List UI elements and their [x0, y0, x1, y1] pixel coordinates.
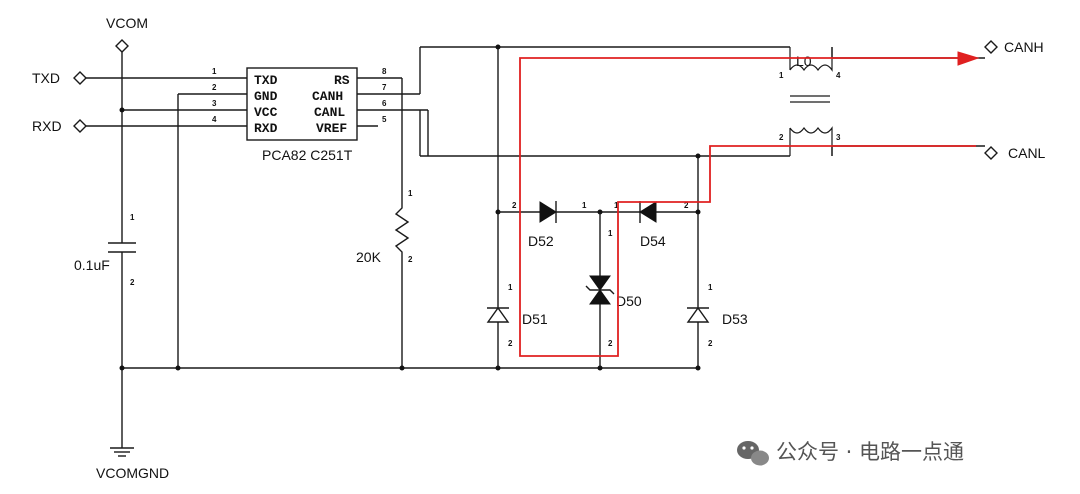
d53-label: D53: [722, 311, 748, 327]
canh-port: CANH: [984, 39, 1044, 55]
d52-label: D52: [528, 233, 554, 249]
d50-label: D50: [616, 293, 642, 309]
rxd-label: RXD: [32, 118, 62, 134]
svg-text:3: 3: [836, 133, 841, 142]
vcom-port: VCOM: [106, 15, 148, 53]
chip-pin-rxd: RXD: [254, 121, 278, 136]
svg-text:1: 1: [614, 201, 619, 210]
svg-text:2: 2: [512, 201, 517, 210]
canl-label: CANL: [1008, 145, 1046, 161]
canh-label: CANH: [1004, 39, 1044, 55]
resistor-20k: 1 2 20K: [356, 189, 413, 265]
capacitor-c: 1 2 0.1uF: [74, 213, 136, 287]
svg-text:6: 6: [382, 99, 387, 108]
svg-text:1: 1: [130, 213, 135, 222]
chip-pin-vcc: VCC: [254, 105, 278, 120]
svg-text:1: 1: [212, 67, 217, 76]
svg-text:2: 2: [212, 83, 217, 92]
svg-text:2: 2: [608, 339, 613, 348]
diode-d51: D51 1 2: [486, 283, 548, 348]
chip-part-number: PCA82 C251T: [262, 147, 353, 163]
vcomgnd-label: VCOMGND: [96, 465, 169, 481]
svg-text:1: 1: [408, 189, 413, 198]
chip-pin-vref: VREF: [316, 121, 347, 136]
canh-arrow-icon: [957, 51, 980, 66]
svg-text:5: 5: [382, 115, 387, 124]
capacitor-value: 0.1uF: [74, 257, 110, 273]
svg-text:3: 3: [212, 99, 217, 108]
svg-text:4: 4: [212, 115, 217, 124]
svg-text:2: 2: [708, 339, 713, 348]
svg-text:1: 1: [582, 201, 587, 210]
diode-d54: D54 1 2: [614, 201, 689, 249]
svg-text:1: 1: [779, 71, 784, 80]
diode-d53: D53 1 2: [686, 283, 748, 348]
rxd-port: RXD: [32, 118, 87, 134]
txd-label: TXD: [32, 70, 60, 86]
svg-text:2: 2: [684, 201, 689, 210]
vcom-label: VCOM: [106, 15, 148, 31]
common-mode-choke: L0 1 4 2 3: [779, 47, 841, 156]
d54-label: D54: [640, 233, 666, 249]
svg-text:2: 2: [408, 255, 413, 264]
tvs-diode-d50: D50 1 2: [585, 229, 642, 348]
diode-d52: D52 2 1: [512, 201, 587, 249]
resistor-value: 20K: [356, 249, 382, 265]
canl-port: CANL: [984, 145, 1046, 161]
chip-pin-canh: CANH: [312, 89, 343, 104]
can-transceiver-chip: TXD GND VCC RXD RS CANH CANL VREF 1 2 3 …: [212, 67, 387, 163]
svg-text:4: 4: [836, 71, 841, 80]
chip-pin-txd: TXD: [254, 73, 278, 88]
chip-pin-gnd: GND: [254, 89, 278, 104]
svg-text:8: 8: [382, 67, 387, 76]
d51-label: D51: [522, 311, 548, 327]
ground-symbol: [110, 447, 134, 457]
choke-label: L0: [796, 53, 812, 69]
chip-pin-rs: RS: [334, 73, 350, 88]
svg-text:2: 2: [130, 278, 135, 287]
current-path-highlight: [519, 57, 976, 357]
wechat-icon: [737, 441, 769, 466]
svg-text:1: 1: [608, 229, 613, 238]
svg-text:7: 7: [382, 83, 387, 92]
chip-pin-canl: CANL: [314, 105, 345, 120]
watermark-text: 公众号 · 电路一点通: [776, 440, 964, 464]
svg-text:1: 1: [708, 283, 713, 292]
watermark: 公众号 · 电路一点通: [737, 440, 964, 466]
txd-port: TXD: [32, 70, 87, 86]
svg-text:2: 2: [508, 339, 513, 348]
svg-text:2: 2: [779, 133, 784, 142]
svg-text:1: 1: [508, 283, 513, 292]
